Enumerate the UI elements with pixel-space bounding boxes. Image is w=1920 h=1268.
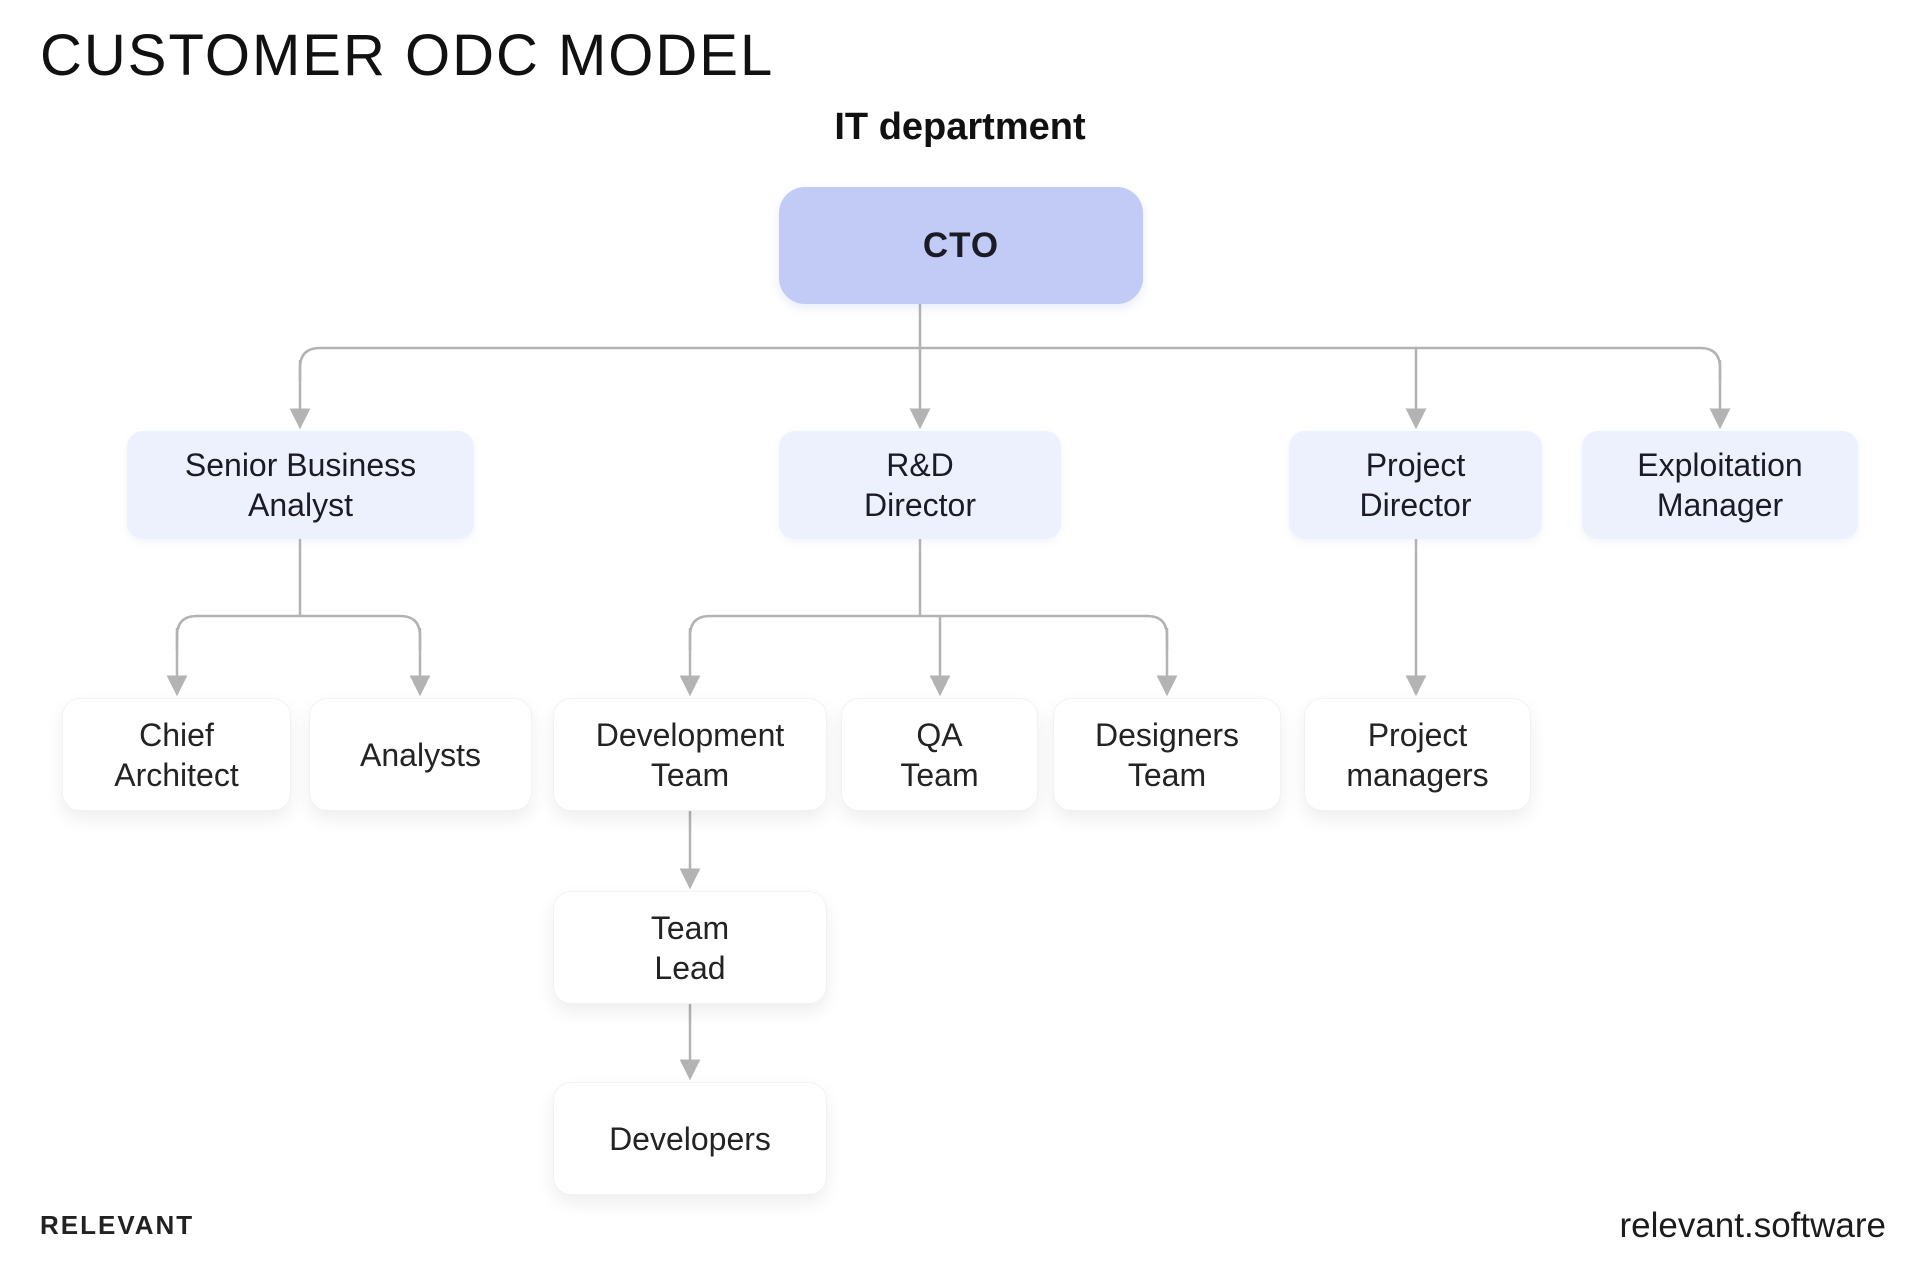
edge-level1-trunk — [298, 346, 1722, 382]
org-node-qa-team: QA Team — [841, 698, 1038, 811]
page-title: CUSTOMER ODC MODEL — [40, 23, 775, 88]
edge-sba-trunk — [175, 614, 422, 650]
org-node-project-director: Project Director — [1289, 431, 1542, 539]
website-url: relevant.software — [1619, 1206, 1886, 1245]
org-node-rnd-director: R&D Director — [779, 431, 1061, 539]
org-node-cto: CTO — [779, 187, 1143, 304]
org-node-development-team: Development Team — [553, 698, 827, 811]
org-node-project-managers: Project managers — [1304, 698, 1531, 811]
org-node-chief-architect: Chief Architect — [62, 698, 291, 811]
org-node-team-lead: Team Lead — [553, 891, 827, 1004]
edge-rnd-trunk — [688, 614, 1169, 650]
relevant-logo: RELEVANT — [40, 1210, 195, 1240]
org-node-analysts: Analysts — [309, 698, 532, 811]
org-node-designers-team: Designers Team — [1053, 698, 1281, 811]
department-heading: IT department — [834, 106, 1086, 148]
org-node-senior-business-analyst: Senior Business Analyst — [127, 431, 474, 539]
org-node-exploitation-manager: Exploitation Manager — [1582, 431, 1858, 539]
org-node-developers: Developers — [553, 1082, 827, 1195]
